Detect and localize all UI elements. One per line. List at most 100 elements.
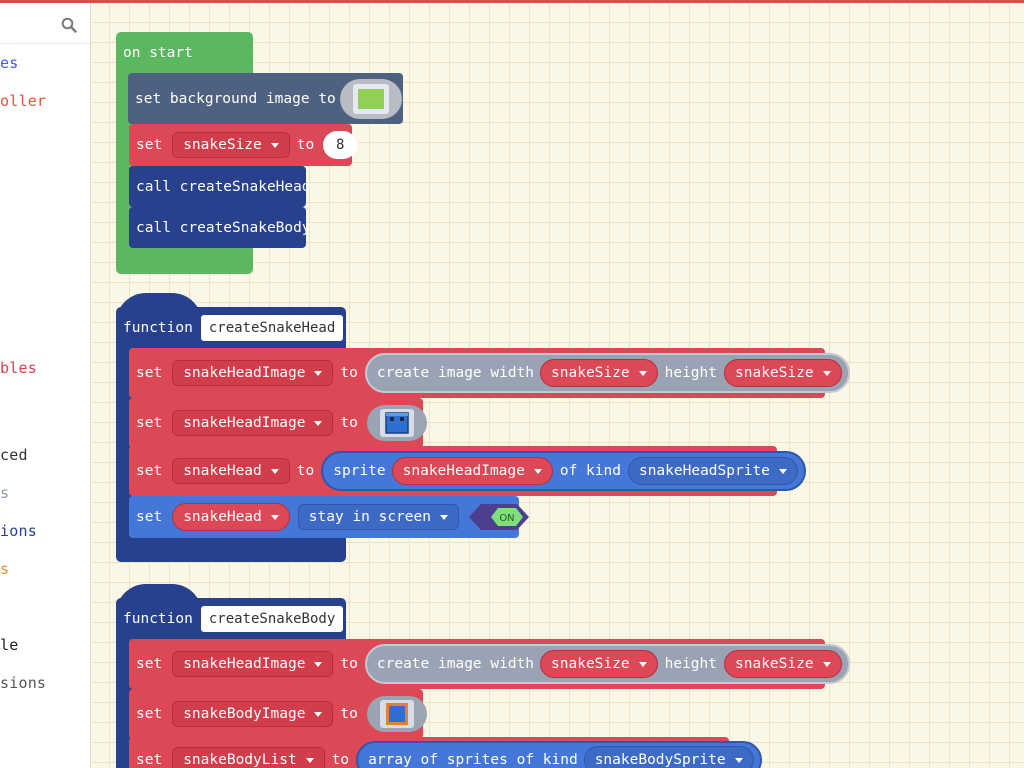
head-image-picker[interactable] [366, 405, 427, 441]
var-label: snakeHeadImage [183, 656, 306, 672]
set-snakebodylist-block[interactable]: set snakeBodyList to array of sprites of… [129, 737, 762, 768]
background-thumb-frame [352, 83, 389, 114]
function-name-input[interactable]: createSnakeHead [200, 315, 344, 341]
snakehead-variable-dropdown[interactable]: snakeHead [172, 458, 290, 484]
toolbox-category-arrays[interactable]: s [0, 560, 10, 578]
set-keyword: set [136, 365, 163, 381]
on-toggle[interactable]: ON [467, 503, 531, 531]
set-background-label: set background image to [135, 90, 336, 107]
toolbox-category-extensions[interactable]: sions [0, 674, 47, 692]
chevron-down-icon [638, 370, 647, 376]
toolbox-category-advanced[interactable]: ced [0, 446, 28, 464]
top-accent-bar [0, 0, 1024, 3]
function-hat-cap [116, 293, 202, 323]
create-sprite-block[interactable]: sprite snakeHeadImage of kind snakeHeadS… [321, 451, 806, 491]
width-snakesize-reporter[interactable]: snakeSize [540, 359, 658, 387]
set-snakehead-sprite-block[interactable]: set snakeHead to sprite snakeHeadImage o… [129, 446, 806, 496]
set-keyword: set [136, 752, 163, 768]
height-keyword: height [664, 365, 717, 381]
chevron-down-icon [270, 468, 279, 474]
var-label: snakeHead [183, 463, 262, 479]
snakeheadimage-variable-dropdown[interactable]: snakeHeadImage [172, 360, 334, 386]
kind-dropdown[interactable]: snakeHeadSprite [627, 457, 798, 485]
call-createsnakebody-block[interactable]: call createSnakeBody [129, 207, 311, 248]
create-image-block[interactable]: create image width snakeSize height snak… [364, 353, 850, 393]
chevron-down-icon [533, 468, 542, 474]
var-label: snakeHeadImage [183, 365, 306, 381]
width-snakesize-reporter[interactable]: snakeSize [540, 650, 658, 678]
set-keyword: set [136, 415, 163, 431]
snakebodylist-variable-dropdown[interactable]: snakeBodyList [172, 747, 325, 768]
reporter-label: snakeSize [551, 365, 630, 381]
toolbox-category-controller[interactable]: oller [0, 92, 47, 110]
body-image-picker[interactable] [366, 696, 427, 732]
snakeheadimage-reporter[interactable]: snakeHeadImage [391, 457, 553, 485]
to-keyword: to [331, 752, 350, 768]
chevron-down-icon [822, 370, 831, 376]
to-keyword: to [296, 137, 315, 153]
set-snakebodyimage-image-block[interactable]: set snakeBodyImage to [129, 689, 427, 739]
kind-label: snakeHeadSprite [638, 463, 770, 479]
call-createsnakehead-block[interactable]: call createSnakeHead [129, 166, 311, 207]
set-background-image-block[interactable]: set background image to [128, 73, 403, 124]
chevron-down-icon [314, 420, 323, 426]
snakeheadimage-variable-dropdown[interactable]: snakeHeadImage [172, 410, 334, 436]
snakesize-value-input[interactable]: 8 [323, 131, 358, 159]
chevron-down-icon [270, 514, 279, 520]
set-snakeheadimage-create-block[interactable]: set snakeHeadImage to create image width… [129, 348, 850, 398]
function-body-header: function createSnakeBody [123, 604, 344, 634]
kind-dropdown[interactable]: snakeBodySprite [583, 746, 754, 768]
to-keyword: to [296, 463, 315, 479]
create-image-block[interactable]: create image width snakeSize height snak… [364, 644, 850, 684]
set-keyword: set [136, 463, 163, 479]
set-snakesize-block[interactable]: set snakeSize to 8 [129, 124, 358, 166]
property-dropdown[interactable]: stay in screen [297, 504, 459, 530]
blocks-workspace[interactable]: on start set background image to set sna… [91, 3, 1024, 768]
set-keyword: set [136, 137, 163, 153]
call-body-label: call createSnakeBody [136, 219, 311, 236]
toolbox-category-variables[interactable]: bles [0, 359, 37, 377]
snakehead-reporter[interactable]: snakeHead [172, 503, 290, 531]
snakeheadimage-variable-dropdown[interactable]: snakeHeadImage [172, 651, 334, 677]
chevron-down-icon [314, 661, 323, 667]
function-keyword: function [123, 320, 193, 336]
toolbox-category-console[interactable]: le [0, 636, 19, 654]
toolbox-search-input[interactable] [0, 7, 90, 44]
toolbox-category-images[interactable]: s [0, 484, 10, 502]
snake-head-sprite-icon [385, 412, 409, 434]
to-keyword: to [340, 415, 358, 431]
height-snakesize-reporter[interactable]: snakeSize [724, 650, 842, 678]
chevron-down-icon [270, 142, 279, 148]
set-snakeheadimage-image-block[interactable]: set snakeHeadImage to [129, 398, 427, 448]
array-of-sprites-label: array of sprites of kind [368, 752, 578, 768]
snakesize-variable-dropdown[interactable]: snakeSize [172, 132, 290, 158]
chevron-down-icon [314, 370, 323, 376]
create-image-label: create image width [376, 365, 535, 381]
set-keyword: set [136, 706, 163, 722]
height-snakesize-reporter[interactable]: snakeSize [724, 359, 842, 387]
set-snakeheadimage-create-block[interactable]: set snakeHeadImage to create image width… [129, 639, 850, 689]
background-image-picker[interactable] [339, 78, 402, 119]
var-label: snakeHeadImage [183, 415, 306, 431]
create-image-label: create image width [376, 656, 535, 672]
of-kind-keyword: of kind [559, 463, 621, 479]
call-head-label: call createSnakeHead [136, 178, 311, 195]
toggle-on-label: ON [499, 513, 514, 524]
height-keyword: height [664, 656, 717, 672]
to-keyword: to [340, 656, 358, 672]
chevron-down-icon [440, 514, 448, 520]
function-hat-cap [116, 584, 202, 614]
sprite-keyword: sprite [333, 463, 386, 479]
on-start-label: on start [123, 45, 193, 61]
reporter-label: snakeSize [551, 656, 630, 672]
search-icon[interactable] [61, 17, 77, 33]
reporter-label: snakeSize [735, 365, 814, 381]
to-keyword: to [340, 365, 358, 381]
toolbox-category-sprites[interactable]: es [0, 54, 19, 72]
array-of-sprites-block[interactable]: array of sprites of kind snakeBodySprite [356, 741, 762, 768]
snakebodyimage-variable-dropdown[interactable]: snakeBodyImage [172, 701, 334, 727]
to-keyword: to [340, 706, 358, 722]
set-stay-in-screen-block[interactable]: set snakeHead stay in screen ON [129, 496, 529, 538]
toolbox-category-functions[interactable]: ions [0, 522, 37, 540]
function-name-input[interactable]: createSnakeBody [200, 606, 344, 632]
